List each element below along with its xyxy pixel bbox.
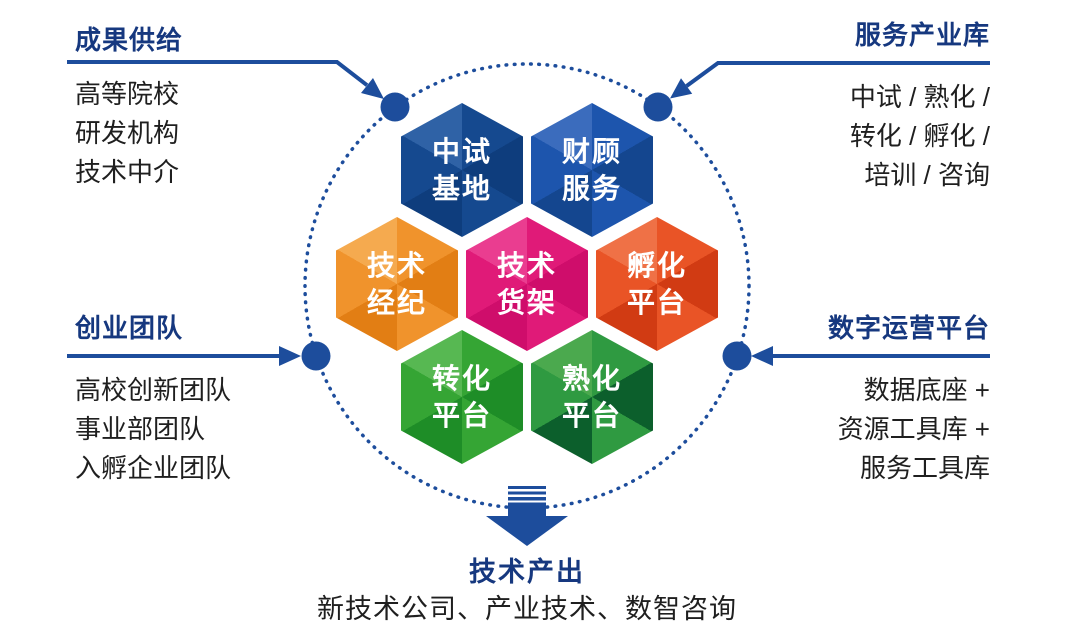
- hexagon-label: 经纪: [366, 287, 427, 318]
- callout-title: 服务产业库: [854, 20, 990, 50]
- callout-title: 成果供给: [75, 25, 184, 55]
- output-arrow: [486, 486, 568, 546]
- callout-items: 数据底座 + 资源工具库 + 服务工具库: [828, 371, 990, 488]
- callout-item: 中试 / 熟化 /: [849, 82, 990, 112]
- callout-achievement-supply: 成果供给 高等院校 研发机构 技术中介: [75, 25, 183, 192]
- hexagon-label: 平台: [561, 400, 622, 431]
- hexagon-pilot-test-base: 中试 基地: [401, 103, 523, 237]
- node-dot-top-right: [643, 92, 673, 122]
- connector-line-top-right: [685, 61, 990, 88]
- callout-item: 事业部团队: [75, 414, 206, 444]
- callout-item: 高等院校: [75, 79, 180, 109]
- callout-items: 高校创新团队 事业部团队 入孵企业团队: [75, 371, 231, 488]
- output-arrow-stripe: [508, 486, 546, 489]
- hexagon-label: 技术: [366, 250, 427, 281]
- hexagon-maturation-platform: 熟化 平台: [531, 330, 653, 464]
- hexagon-label: 平台: [431, 400, 492, 431]
- hexagon-transformation-platform: 转化 平台: [401, 330, 523, 464]
- output-arrow-stripe: [508, 497, 546, 501]
- node-dot-top-left: [380, 92, 410, 122]
- hexagon-label: 货架: [496, 287, 557, 318]
- output-arrow-stripe: [508, 491, 546, 495]
- arrowhead-top-right: [670, 78, 693, 99]
- output-description: 新技术公司、产业技术、数智咨询: [317, 594, 737, 624]
- callout-item: 入孵企业团队: [75, 453, 232, 483]
- callout-item: 高校创新团队: [75, 375, 232, 405]
- callout-items: 中试 / 熟化 / 转化 / 孵化 / 培训 / 咨询: [850, 78, 990, 195]
- hexagon-label: 技术: [496, 250, 557, 281]
- callout-title: 数字运营平台: [827, 313, 990, 343]
- output-title: 技术产出: [469, 557, 585, 587]
- dotted-circle: [303, 62, 751, 510]
- callout-digital-operation-platform: 数字运营平台 数据底座 + 资源工具库 + 服务工具库: [828, 313, 990, 488]
- callout-item: 技术中介: [75, 157, 180, 187]
- output-arrow-stem: [508, 502, 546, 517]
- callout-item: 转化 / 孵化 /: [849, 121, 990, 151]
- hexagon-label: 中试: [431, 136, 492, 167]
- output-arrow-head: [486, 516, 568, 546]
- hexagon-label: 熟化: [561, 363, 622, 394]
- callout-item: 数据底座 +: [863, 375, 990, 405]
- callout-item: 服务工具库: [859, 453, 990, 483]
- callout-item: 培训 / 咨询: [864, 160, 990, 190]
- connector-line-top-left: [67, 60, 369, 87]
- hexagon-label: 孵化: [626, 250, 687, 281]
- hexagon-technology-brokerage: 技术 经纪: [336, 217, 458, 351]
- callout-title: 创业团队: [75, 313, 184, 343]
- node-dot-mid-right: [722, 341, 752, 371]
- hexagon-label: 转化: [431, 363, 492, 394]
- callout-item: 研发机构: [75, 118, 180, 148]
- arrowhead-mid-left: [279, 346, 301, 366]
- node-dot-mid-left: [301, 341, 331, 371]
- callout-service-industry-library: 服务产业库 中试 / 熟化 / 转化 / 孵化 / 培训 / 咨询: [850, 20, 990, 195]
- hexagon-label: 财顾: [561, 136, 622, 167]
- callout-startup-teams: 创业团队 高校创新团队 事业部团队 入孵企业团队: [75, 313, 231, 488]
- callout-items: 高等院校 研发机构 技术中介: [75, 75, 183, 192]
- hexagon-label: 平台: [626, 287, 687, 318]
- arrowhead-mid-right: [751, 346, 773, 366]
- callout-item: 资源工具库 +: [837, 414, 990, 444]
- hexagon-label: 服务: [561, 173, 622, 204]
- hexagon-label: 基地: [431, 173, 492, 204]
- arrowhead-top-left: [361, 78, 384, 99]
